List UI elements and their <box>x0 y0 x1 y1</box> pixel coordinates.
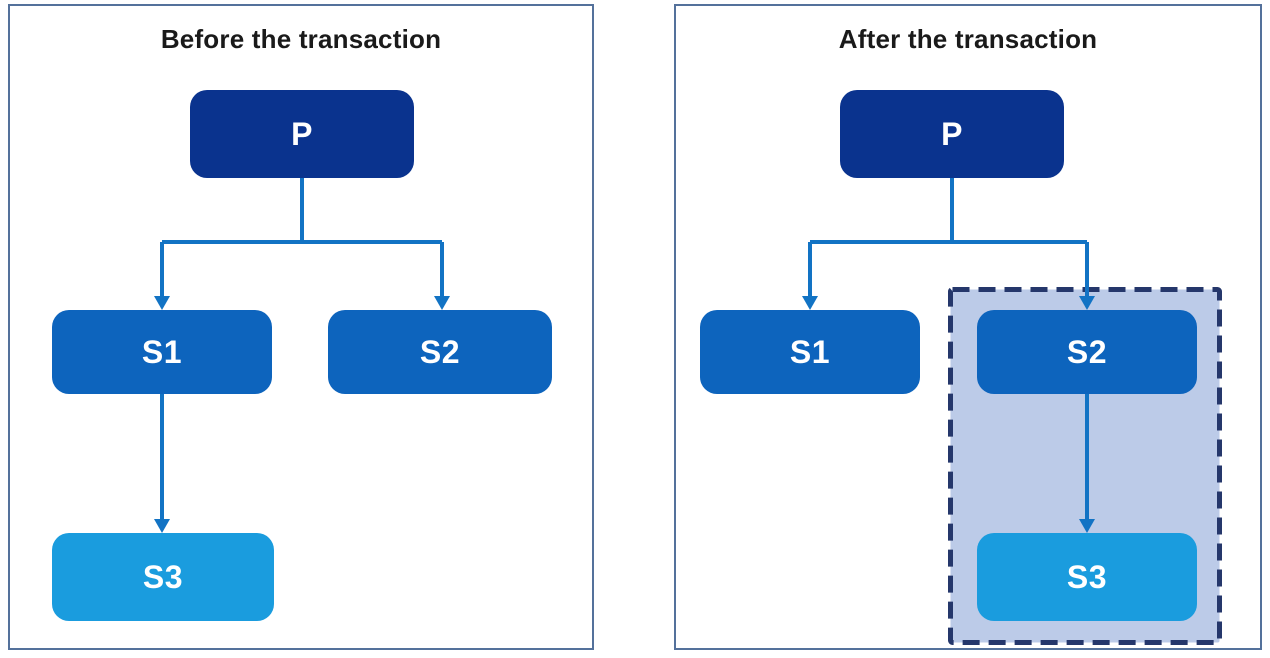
node-p-before: P <box>190 90 414 178</box>
arrowhead-s1 <box>154 296 170 310</box>
panel-before-transaction: Before the transaction P S1 S2 S3 <box>8 4 594 650</box>
arrowhead-s2 <box>434 296 450 310</box>
node-s1-after: S1 <box>700 310 920 394</box>
arrowhead-s1 <box>802 296 818 310</box>
node-s2-before: S2 <box>328 310 552 394</box>
arrowhead-s3 <box>154 519 170 533</box>
panel-after-transaction: After the transaction P S1 S2 S3 <box>674 4 1262 650</box>
panel-title-before: Before the transaction <box>160 24 442 54</box>
node-s3-before: S3 <box>52 533 274 621</box>
node-s3-after: S3 <box>977 533 1197 621</box>
panel-title-after: After the transaction <box>838 24 1098 54</box>
node-s1-before: S1 <box>52 310 272 394</box>
node-s2-after: S2 <box>977 310 1197 394</box>
arrowhead-s2 <box>1079 296 1095 310</box>
node-p-after: P <box>840 90 1064 178</box>
arrowhead-s3 <box>1079 519 1095 533</box>
